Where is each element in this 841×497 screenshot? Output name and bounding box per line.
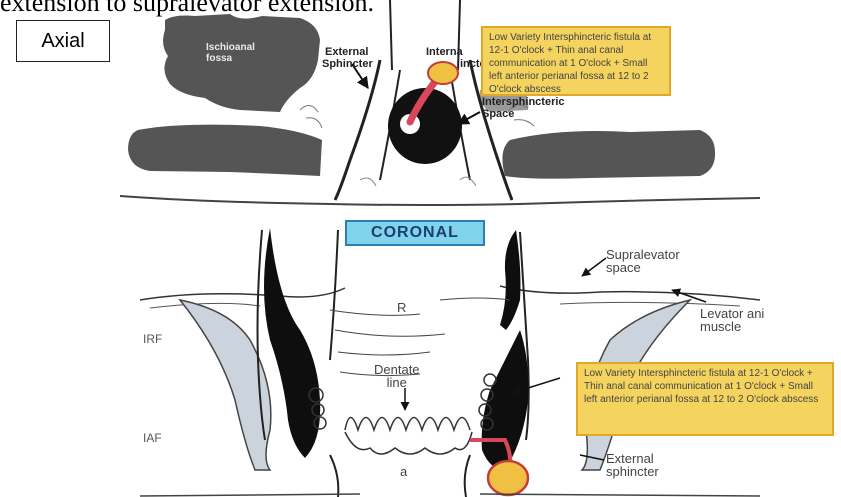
ischioanal-label: Ischioanal fossa xyxy=(206,42,255,64)
abscess-coronal xyxy=(488,461,528,495)
left-gluteal-shape xyxy=(128,125,322,176)
right-upper-sphincter xyxy=(500,230,521,330)
supralevator-label: Supralevator space xyxy=(606,248,680,274)
external-label: External xyxy=(325,46,368,58)
right-gluteal-shape xyxy=(502,130,715,179)
rectum-label: R xyxy=(397,301,406,314)
coronal-view-label: CORONAL xyxy=(345,220,485,246)
sphincter-label: Sphincter xyxy=(322,58,373,70)
internal-label: Interna xyxy=(426,46,463,58)
anal-verge-label: a xyxy=(400,465,407,478)
dentate-label: Dentate line xyxy=(374,363,420,389)
axial-finding-note: Low Variety Intersphincteric fistula at … xyxy=(481,26,671,96)
iaf-label: IAF xyxy=(143,431,162,445)
intersphincteric-label: Intersphincteric Space xyxy=(482,96,565,120)
levator-label: Levator ani muscle xyxy=(700,307,764,333)
external-sphincter-label: External sphincter xyxy=(606,452,659,478)
dentate-line xyxy=(345,418,470,431)
irf-label: IRF xyxy=(143,332,162,346)
abscess-axial xyxy=(428,62,458,84)
left-internal-sphincter xyxy=(264,228,320,458)
axial-view-label: Axial xyxy=(16,20,110,62)
coronal-finding-note: Low Variety Intersphincteric fistula at … xyxy=(576,362,834,436)
